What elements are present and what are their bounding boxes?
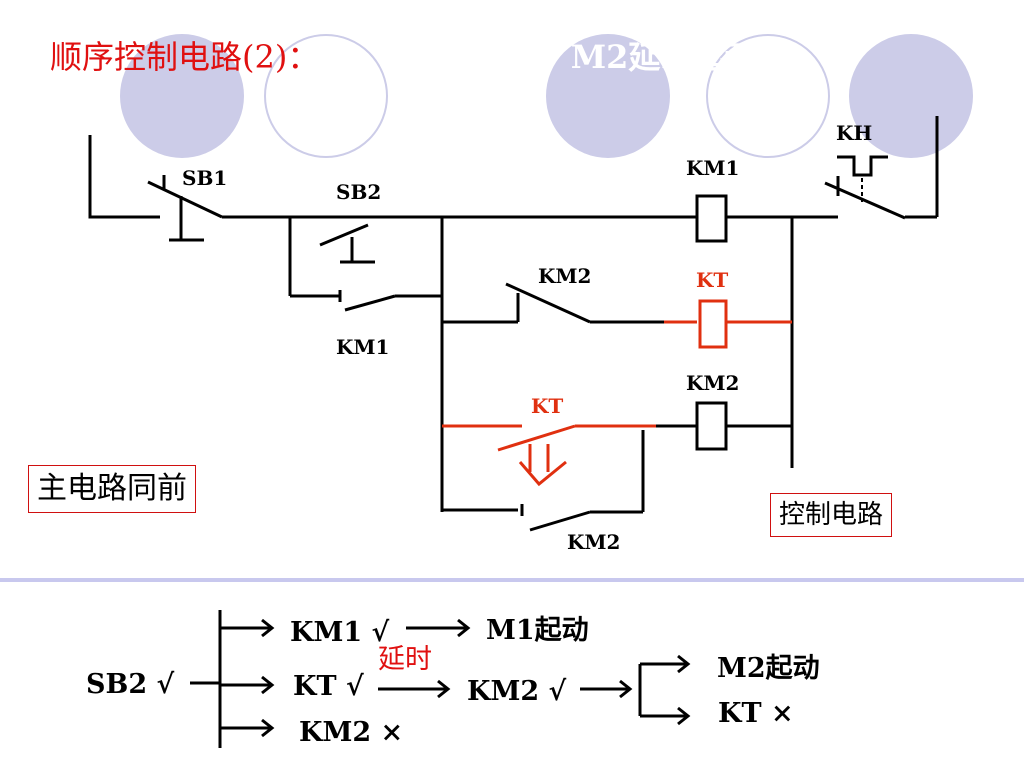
sb2-start-button [288,217,375,296]
deco-circle-outline [264,34,388,158]
deco-circle-filled [546,34,670,158]
km2-coil-rung [656,401,792,451]
label-km2-aux: KM2 [567,530,620,554]
deco-circle-filled [120,34,244,158]
label-kh: KH [836,121,872,145]
sequence-labels: SB2 √ KM1 √ M1起动 延时 KT √ KM2 √ KM2 × M2起… [86,615,820,748]
control-circuit-note: 控制电路 [770,493,893,537]
sb1-stop-button [147,175,290,242]
km2-seal-in-contact [442,430,645,532]
slide-title: 顺序控制电路(2)： [50,38,319,76]
seq-delay: 延时 [378,644,432,675]
slide-subtitle: M1起动后，M2延时起动。 [385,38,788,76]
label-km2-nc: KM2 [538,264,591,288]
left-supply-line [88,135,160,219]
seq-m1-start: M1起动 [486,615,589,646]
main-circuit-note: 主电路同前 [28,465,196,513]
label-km1-coil: KM1 [686,156,739,180]
km2-nc-contact [442,282,664,324]
km1-seal-in-contact [290,290,442,312]
label-sb1: SB1 [182,166,227,190]
seq-m2-start: M2起动 [717,653,820,684]
seq-km2-off: KM2 × [299,717,403,748]
seq-kt-off: KT × [718,698,794,729]
seq-sb2: SB2 √ [86,669,175,700]
label-km1-aux: KM1 [336,335,389,359]
label-sb2: SB2 [336,180,381,204]
label-kt-coil: KT [696,268,728,292]
label-km2-coil: KM2 [686,371,739,395]
km2-coil [695,401,728,451]
label-kt-contact: KT [531,394,563,418]
deco-circle-filled [849,34,973,158]
timer-parts [442,299,792,487]
kt-delay-symbol [518,444,567,487]
decorative-circles [120,34,973,158]
kh-overload-contact [824,116,939,220]
seq-km2-on: KM2 √ [467,676,567,707]
kt-coil [698,299,728,349]
sequence-arrows [190,610,691,748]
seq-km1-on: KM1 √ [290,617,390,648]
km1-coil [695,194,728,243]
seq-kt-on: KT √ [293,671,364,702]
circuit-labels: SB1 SB2 KM1 KM1 KH KM2 KT KM2 KT KM2 [182,121,872,554]
deco-circle-outline [706,34,830,158]
control-circuit [88,116,939,532]
